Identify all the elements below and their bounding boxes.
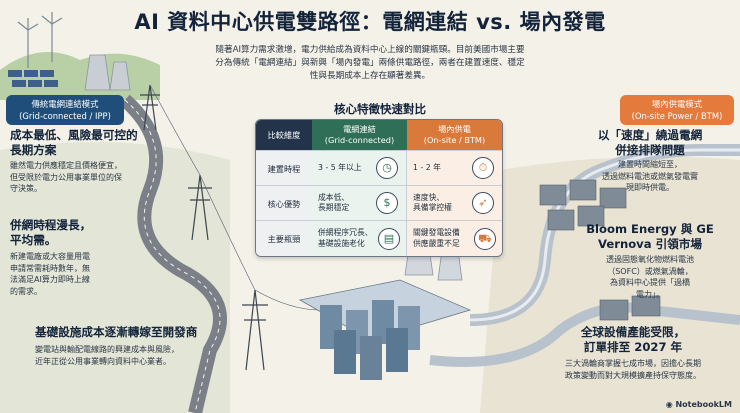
- onsite-vendors-body: 透過固態氧化物燃料電池 （SOFC）或燃氣渦輪， 為資料中心提供「過橋 電力」。: [570, 254, 730, 300]
- heading-line: 平均需。: [10, 233, 57, 247]
- body-line: 三大渦輪商掌握七成市場，因擔心長期: [565, 359, 701, 368]
- grid-bottleneck-cell: 併網程序冗長、 基礎設施老化 ▤: [312, 220, 407, 256]
- cell-text: 併網程序冗長、: [318, 228, 373, 237]
- body-line: 申請常需耗時數年，無: [10, 263, 90, 273]
- header-text: 場內供電: [438, 124, 471, 134]
- cell-text: 具備掌控權: [413, 203, 452, 212]
- heading-line: 以「速度」繞過電網: [597, 128, 703, 142]
- left-ground: [0, 142, 230, 413]
- cell-text: 長期穩定: [318, 203, 350, 212]
- body-line: 政策變動而對大規模擴產持保守態度。: [565, 370, 701, 380]
- heading-line: 基礎設施成本逐漸轉嫁至開發商: [35, 325, 198, 339]
- grid-timeline-heading: 併網時程漫長， 平均需。: [10, 218, 150, 248]
- grid-infra-heading: 基礎設施成本逐漸轉嫁至開發商: [35, 325, 255, 340]
- body-line: 雖然電力供應穩定且價格便宜，: [10, 161, 122, 170]
- onsite-mode-tag-line: 場內供電模式: [651, 99, 703, 109]
- body-line: 建置時間縮短至，: [618, 160, 682, 169]
- onsite-timeline-cell: 1 - 2 年 ⏱: [407, 150, 502, 185]
- grid-mode-tag-line: 傳統電網連結模式: [31, 99, 99, 109]
- body-line: 的需求。: [10, 286, 42, 296]
- header-grid: 電網連結 (Grid-connected): [312, 120, 407, 150]
- onsite-supply-heading: 全球設備產能受限， 訂單排至 2027 年: [538, 325, 728, 355]
- cell-text: 成本低、: [318, 192, 350, 202]
- rocket-icon: ➶: [472, 192, 494, 214]
- body-line: 電力」。: [636, 289, 664, 299]
- grid-mode-tag: 傳統電網連結模式 (Grid-connected / IPP): [6, 95, 124, 125]
- grid-timeline-cell: 3 - 5 年以上 ◷: [312, 150, 407, 185]
- onsite-advantage-cell: 速度快、 具備掌控權 ➶: [407, 185, 502, 220]
- body-line: （SOFC）或燃氣渦輪，: [607, 266, 693, 276]
- onsite-mode-tag: 場內供電模式 (On-site Power / BTM): [620, 95, 734, 125]
- grid-timeline-body: 新建電廠或大容量用電 申請常需耗時數年，無 法滿足AI算力即時上線 的需求。: [10, 251, 110, 297]
- document-icon: ▤: [378, 228, 400, 250]
- heading-line: 併網時程漫長，: [10, 218, 92, 232]
- money-bag-icon: $: [376, 192, 398, 214]
- heading-line: 長期方案: [10, 143, 57, 157]
- onsite-speed-heading: 以「速度」繞過電網 併接排隊問題: [570, 128, 730, 158]
- stopwatch-icon: ⏱: [472, 157, 494, 179]
- body-line: 但受限於電力公用事業單位的保: [10, 172, 122, 182]
- heading-line: Bloom Energy 與 GE: [586, 222, 714, 236]
- right-ground: [480, 156, 740, 413]
- cell-text: 1 - 2 年: [413, 162, 441, 172]
- header-text: (Grid-connected): [324, 135, 395, 145]
- header-onsite: 場內供電 (On-site / BTM): [407, 120, 502, 150]
- onsite-vendors-heading: Bloom Energy 與 GE Vernova 引領市場: [570, 222, 730, 252]
- intro-paragraph: 隨著AI算力需求激增，電力供給成為資料中心上線的關鍵瓶頸。目前美國市場主要分為傳…: [215, 45, 525, 81]
- logo-text: NotebookLM: [675, 400, 732, 409]
- road: [120, 94, 227, 413]
- heading-line: 併接排隊問題: [615, 143, 685, 157]
- grid-advantage-cell: 成本低、 長期穩定 $: [312, 185, 407, 220]
- onsite-mode-tag-line: (On-site Power / BTM): [631, 111, 723, 121]
- heading-line: 訂單排至 2027 年: [583, 340, 683, 354]
- heading-line: 全球設備產能受限，: [580, 325, 686, 339]
- row-label-bottleneck: 主要瓶頸: [256, 220, 312, 256]
- heading-line: Vernova 引領市場: [598, 237, 702, 251]
- header-text: (On-site / BTM): [423, 135, 486, 145]
- wind-turbines: [17, 12, 63, 68]
- row-label-timeline: 建置時程: [256, 150, 312, 186]
- onsite-bottleneck-cell: 關鍵發電設備 供應嚴重不足 ⛟: [407, 220, 502, 256]
- grid-cost-heading: 成本最低、風險最可控的 長期方案: [10, 128, 150, 158]
- header-dimension: 比較維度: [256, 120, 312, 150]
- clock-icon: ◷: [376, 157, 398, 179]
- power-pylons: [140, 84, 321, 371]
- solar-panels: [8, 70, 58, 87]
- body-line: 透過燃料電池或燃氣發電實: [602, 171, 698, 181]
- grid-cost-body: 雖然電力供應穩定且價格便宜， 但受限於電力公用事業單位的保 守決策。: [10, 160, 160, 195]
- body-line: 透過固態氧化物燃料電池: [606, 255, 694, 264]
- onsite-supply-body: 三大渦輪商掌握七成市場，因擔心長期 政策變動而對大規模擴產持保守態度。: [538, 358, 728, 381]
- header-text: 比較維度: [267, 129, 301, 140]
- page-title: AI 資料中心供電雙路徑：電網連結 vs. 場內發電: [134, 10, 606, 34]
- cell-text: 速度快、: [413, 192, 445, 202]
- left-power-plant: [84, 54, 131, 91]
- fuel-cell-units: [539, 179, 661, 321]
- logo-mark-icon: ◉: [665, 400, 676, 409]
- onsite-speed-body: 建置時間縮短至， 透過燃料電池或燃氣發電實 現即時供電。: [570, 159, 730, 194]
- body-line: 為資料中心提供「過橋: [610, 278, 690, 287]
- body-line: 法滿足AI算力即時上線: [10, 275, 90, 284]
- body-line: 守決策。: [10, 184, 42, 193]
- cell-text: 3 - 5 年以上: [318, 162, 362, 172]
- heading-line: 成本最低、風險最可控的: [10, 128, 138, 142]
- notebooklm-logo: ◉ NotebookLM: [666, 400, 732, 409]
- cell-text: 基礎設施老化: [318, 238, 365, 248]
- row-label-advantage: 核心優勢: [256, 185, 312, 221]
- header-text: 電網連結: [343, 124, 376, 134]
- body-line: 新建電廠或大容量用電: [10, 252, 90, 261]
- cell-text: 關鍵發電設備: [413, 228, 460, 237]
- cart-icon: ⛟: [474, 228, 496, 250]
- body-line: 近年正從公用事業轉向資料中心業者。: [35, 356, 171, 366]
- cell-text: 供應嚴重不足: [413, 238, 460, 248]
- comparison-table: 比較維度 電網連結 (Grid-connected) 場內供電 (On-site…: [255, 119, 503, 257]
- grid-mode-tag-line: (Grid-connected / IPP): [19, 111, 111, 121]
- grid-infra-body: 變電站與輸配電線路的興建成本與風險， 近年正從公用事業轉向資料中心業者。: [35, 344, 255, 367]
- body-line: 變電站與輸配電線路的興建成本與風險，: [35, 345, 179, 354]
- comparison-title: 核心特徵快速對比: [334, 102, 426, 116]
- body-line: 現即時供電。: [626, 183, 674, 192]
